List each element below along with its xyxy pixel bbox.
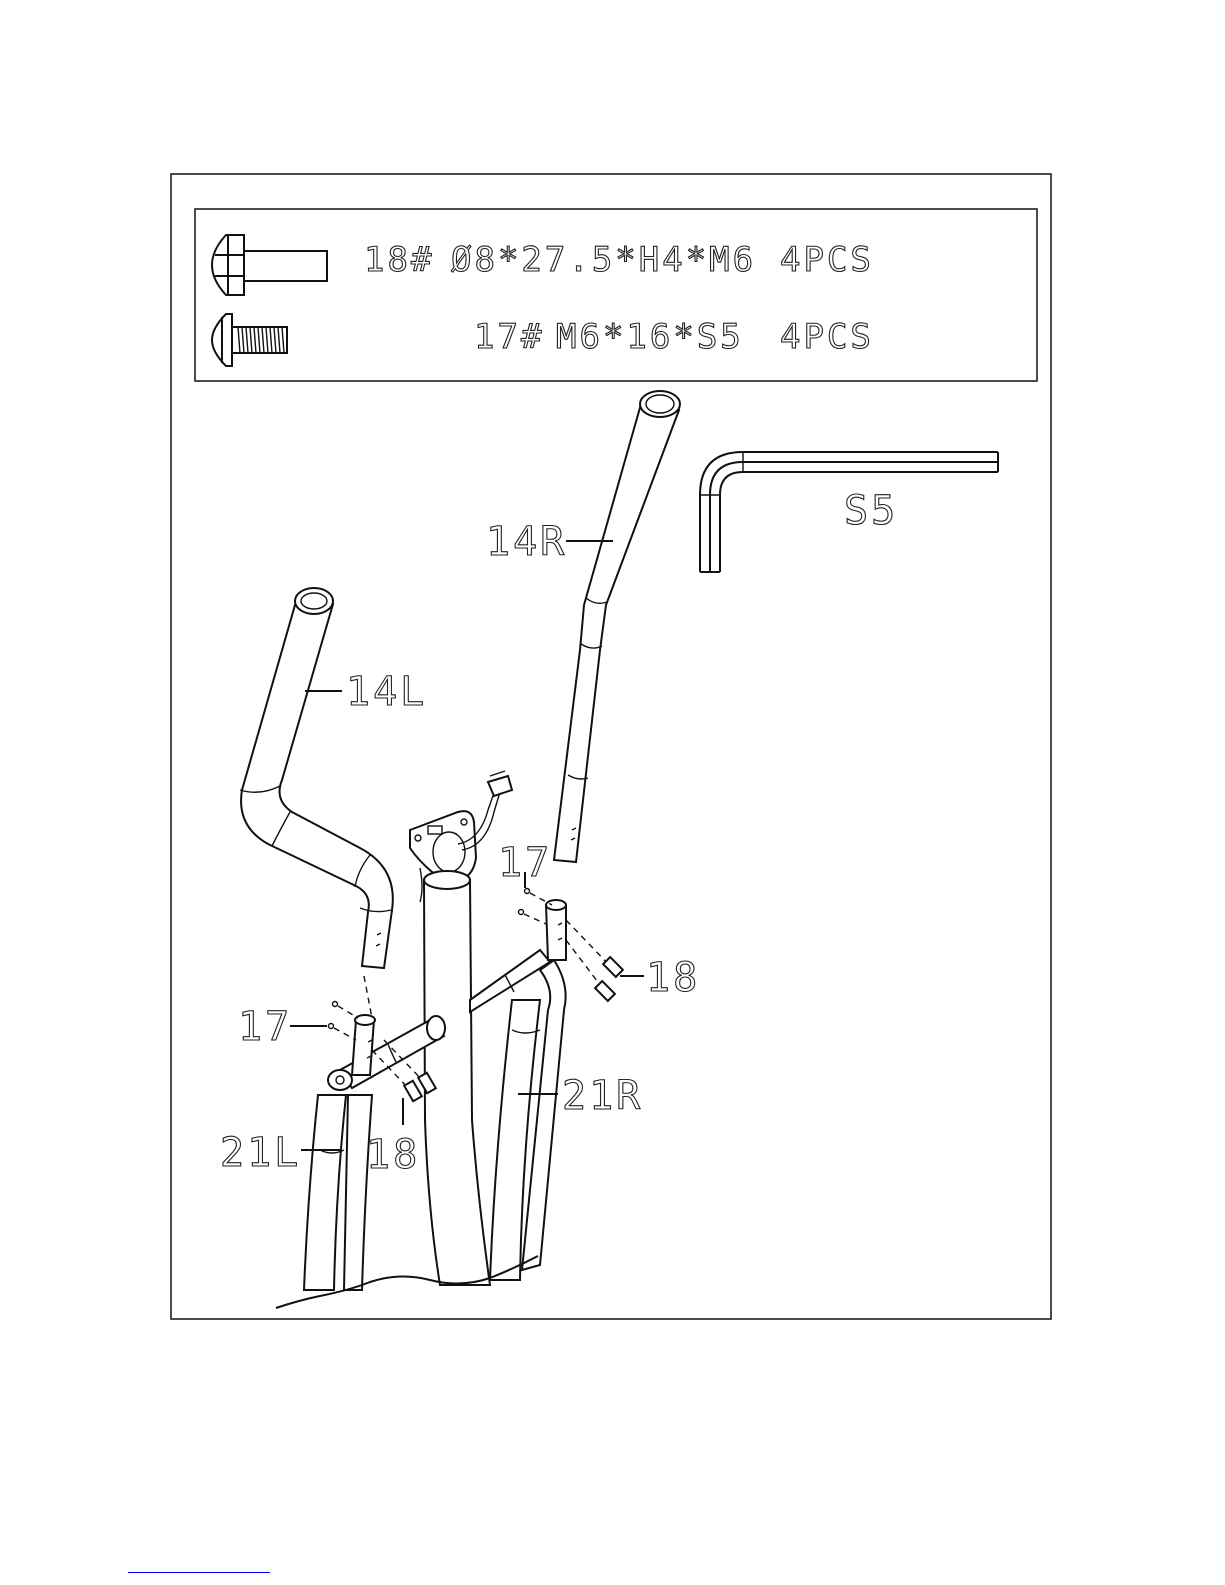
allen-key-label: S5 (844, 488, 898, 534)
screw-quantity: 4PCS (780, 317, 874, 357)
callout-21r: 21R (562, 1073, 643, 1119)
screw-thread-line (242, 327, 244, 353)
callout-18-left: 18 (366, 1132, 420, 1178)
console-bracket (410, 771, 512, 881)
right-arm (470, 900, 566, 1280)
screw-thread-line (270, 327, 272, 353)
callout-18-right: 18 (646, 955, 700, 1001)
callout-14l: 14L (346, 669, 427, 715)
callout-14r: 14R (486, 519, 567, 565)
screw-thread-line (246, 327, 248, 353)
callout-21l: 21L (220, 1130, 301, 1176)
bolt-quantity: 4PCS (780, 240, 874, 280)
screw-thread-line (274, 327, 276, 353)
callout-17-right: 17 (498, 840, 552, 886)
screw-thread-line (266, 327, 268, 353)
screw-spec: M6*16*S5 (556, 317, 744, 357)
screw-thread-line (258, 327, 260, 353)
bolt-spec: Ø8*27.5*H4*M6 (451, 240, 756, 280)
bolt-part-number: 18# (364, 240, 434, 280)
screw-thread-line (250, 327, 252, 353)
screw-thread-line (278, 327, 280, 353)
button-head-screw-icon (212, 314, 287, 366)
left-handlebar (240, 588, 393, 968)
right-handlebar (554, 391, 680, 862)
carriage-bolt-icon (212, 235, 327, 295)
callout-17-left: 17 (238, 1004, 292, 1050)
screw-thread-line (238, 327, 240, 353)
screw-thread-line (254, 327, 256, 353)
screw-thread-line (262, 327, 264, 353)
screw-part-number: 17# (474, 317, 544, 357)
right-fasteners (519, 889, 623, 1001)
screw-thread-line (282, 327, 284, 353)
footer-link-underline[interactable] (128, 1572, 270, 1573)
center-mast (420, 868, 490, 1285)
